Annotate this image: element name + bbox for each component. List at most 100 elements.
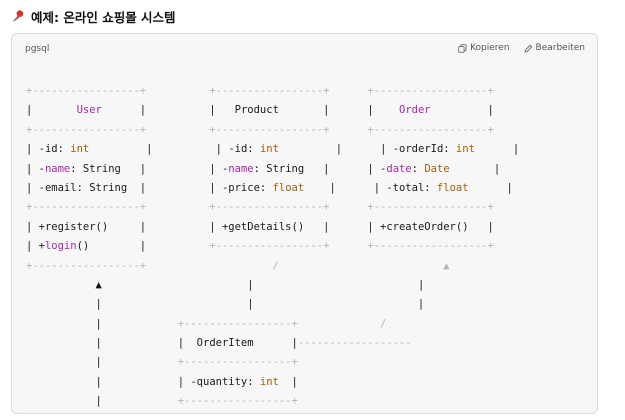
code-token (254, 279, 418, 291)
code-token (146, 124, 209, 136)
code-token: | (278, 375, 298, 388)
code-token: | Product | (209, 104, 330, 117)
code-token: +-----------------+ (177, 317, 298, 330)
code-token: | -id: (26, 143, 71, 156)
code-token: date (386, 162, 412, 175)
code-token: | | | (26, 298, 425, 311)
code-token: +-----------------+ (26, 123, 147, 136)
code-token: | | OrderItem | (26, 337, 298, 350)
code-token: | - (26, 162, 45, 175)
code-token (329, 104, 367, 116)
code-token: Date (424, 162, 450, 175)
copy-icon (458, 43, 467, 53)
code-token: | - (209, 162, 229, 175)
code-line: | -id: int | | -id: int | | -orderId: in… (26, 140, 519, 159)
code-token: : String | (253, 162, 330, 175)
code-token: | (26, 356, 178, 369)
code-token: int (70, 143, 90, 156)
code-line: +-----------------+ +-----------------+ … (26, 82, 519, 101)
code-token (146, 104, 209, 116)
code-line: | +login() | +-----------------+ +------… (26, 237, 519, 256)
code-token (329, 221, 367, 233)
code-token: +------------------+ (367, 85, 494, 97)
code-line: +-----------------+ +-----------------+ … (26, 198, 519, 217)
code-token: | -email: String | (26, 181, 147, 194)
code-token: / (380, 317, 387, 330)
code-token: +-----------------+ (209, 201, 330, 214)
code-token (146, 85, 209, 97)
code-token: | (89, 143, 153, 156)
code-line: | | | (26, 295, 519, 314)
code-line: | | -quantity: int | (26, 373, 519, 392)
code-token: int (259, 375, 279, 388)
code-token: | (26, 395, 178, 408)
code-token: | -orderId: (380, 143, 456, 156)
code-token: | +register() | (26, 220, 147, 233)
code-token: | + (26, 240, 45, 253)
code-token: | -id: (215, 143, 260, 156)
code-token: login (44, 240, 77, 253)
code-token: () | (76, 240, 147, 253)
code-token (102, 279, 247, 291)
code-line: | User | | Product | | Order | (26, 101, 519, 120)
edit-label: Bearbeiten (535, 43, 585, 53)
code-token: | -total: (373, 181, 437, 194)
code-token (329, 163, 367, 175)
edit-button[interactable]: Bearbeiten (524, 43, 585, 53)
code-content: +-----------------+ +-----------------+ … (26, 82, 519, 412)
code-token: name (44, 162, 71, 175)
code-token (146, 260, 272, 272)
code-token: | -price: (209, 181, 273, 194)
code-language-label: pgsql (25, 44, 50, 54)
code-token: int (455, 143, 475, 156)
code-line: | +-----------------+ / (26, 315, 519, 334)
code-token: | (449, 162, 501, 175)
code-token: | | -quantity: (26, 375, 260, 388)
code-token: +-----------------+ (26, 259, 147, 272)
code-token: | (247, 278, 254, 291)
code-token: | +createOrder() | (367, 220, 494, 233)
section-heading: 예제: 온라인 쇼핑몰 시스템 (12, 7, 176, 25)
code-token: +------------------+ (367, 201, 494, 214)
code-token (279, 260, 443, 272)
code-line: +-----------------+ +-----------------+ … (26, 121, 519, 140)
code-token (152, 143, 215, 155)
code-token: | (430, 104, 494, 117)
code-token: ▲ (95, 278, 102, 291)
code-line: | | OrderItem |------------------ (26, 334, 519, 353)
code-token (329, 124, 367, 136)
code-token: +-----------------+ (177, 356, 298, 369)
code-token (146, 182, 209, 194)
code-token (342, 143, 380, 155)
code-token: | (304, 181, 336, 194)
code-token (26, 279, 96, 291)
code-block: pgsql Kopieren Bearbeiten +-------------… (11, 33, 598, 414)
code-token: +-----------------+ (177, 395, 298, 408)
code-actions: Kopieren Bearbeiten (458, 43, 585, 53)
code-token: +-----------------+ (26, 201, 147, 214)
code-line: | +-----------------+ (26, 392, 519, 411)
code-token: ------------------ (297, 337, 412, 350)
code-token: +------------------+ (367, 240, 494, 253)
code-token: +-----------------+ (209, 123, 330, 136)
code-token: | (474, 143, 520, 156)
code-line: +-----------------+ / ▲ (26, 257, 519, 276)
code-token (336, 182, 374, 194)
code-token: | (417, 278, 425, 291)
code-line: | +-----------------+ (26, 353, 519, 372)
heading-title: 예제: 온라인 쇼핑몰 시스템 (31, 9, 176, 25)
copy-button[interactable]: Kopieren (458, 43, 510, 53)
code-token: | (26, 104, 77, 117)
code-token (146, 163, 209, 175)
code-line: ▲ | | (26, 276, 519, 295)
code-token (298, 318, 380, 330)
code-token (329, 201, 367, 213)
code-line: | -email: String | | -price: float | | -… (26, 179, 519, 198)
code-token: ▲ (443, 259, 450, 272)
pencil-icon (524, 44, 532, 52)
code-token: +-----------------+ (209, 240, 330, 253)
code-token: : (411, 162, 425, 175)
code-token: float (272, 181, 305, 194)
code-token: +-----------------+ (209, 85, 330, 97)
code-token: / (272, 259, 279, 272)
